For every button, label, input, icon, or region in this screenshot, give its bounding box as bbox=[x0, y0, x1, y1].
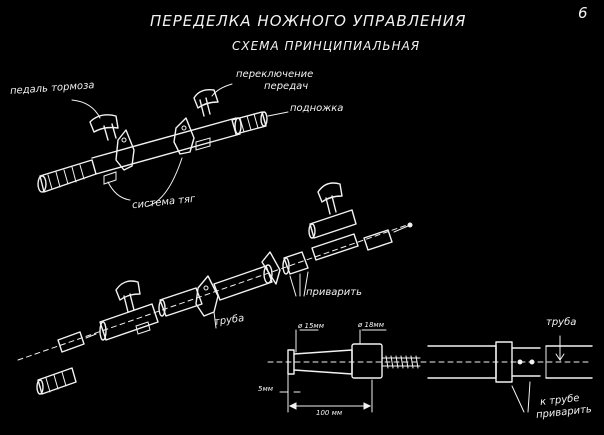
mid-gear-pedal bbox=[317, 182, 343, 203]
mid-upper-tube-end bbox=[308, 223, 316, 239]
top-left-grip bbox=[39, 159, 97, 193]
top-bracket-2-hole bbox=[181, 125, 187, 131]
page-title: ПЕРЕДЕЛКА НОЖНОГО УПРАВЛЕНИЯ bbox=[150, 12, 467, 30]
mid-bracket-2 bbox=[261, 251, 281, 285]
label-footpeg: подножка bbox=[290, 103, 344, 114]
weld-arrows-1 bbox=[289, 271, 309, 297]
top-bracket-1-hole bbox=[121, 137, 127, 143]
leader-tube-1 bbox=[213, 311, 217, 329]
mid-rod-stub bbox=[57, 331, 85, 353]
mid-tube-2-end bbox=[158, 299, 166, 317]
leader-linkage bbox=[107, 157, 183, 207]
label-weld-1: приварить bbox=[306, 287, 362, 298]
detail-right-tube bbox=[545, 345, 593, 379]
top-right-grip bbox=[231, 111, 267, 135]
weld-arrows-2 bbox=[511, 381, 531, 413]
mid-end-bush bbox=[363, 229, 393, 251]
page-number: 6 bbox=[578, 4, 589, 22]
dim-15-leader bbox=[295, 329, 319, 353]
leader-gear-shift bbox=[211, 83, 233, 97]
top-right-grip-cap bbox=[260, 111, 268, 127]
detail-thread bbox=[385, 355, 419, 369]
leader-tube-2 bbox=[555, 335, 565, 362]
mid-clamp-1 bbox=[135, 321, 151, 335]
top-bracket-1 bbox=[115, 129, 135, 171]
mid-rod bbox=[311, 233, 359, 261]
detail-weld-dot-1 bbox=[517, 359, 523, 365]
middle-axis bbox=[17, 223, 411, 361]
top-clamp-1 bbox=[103, 171, 117, 185]
mid-brake-pedal-stem bbox=[123, 293, 135, 313]
mid-end-pin-head bbox=[407, 222, 413, 228]
top-left-grip-ribs bbox=[47, 164, 85, 190]
mid-left-grip-cap bbox=[36, 379, 44, 395]
mid-coupling-end bbox=[282, 257, 290, 275]
top-brake-pedal bbox=[89, 114, 119, 133]
mid-bracket-hole bbox=[203, 285, 209, 291]
detail-collar bbox=[351, 343, 383, 379]
label-dia-15: ø 15мм bbox=[298, 322, 324, 330]
top-brake-pedal-stem bbox=[103, 123, 117, 141]
mid-rod-tip bbox=[85, 333, 97, 339]
top-shaft bbox=[91, 117, 241, 175]
mid-main-tube bbox=[213, 265, 273, 301]
label-tube-2: труба bbox=[546, 317, 577, 328]
top-bracket-2 bbox=[173, 117, 195, 155]
detail-sleeve-tube bbox=[511, 347, 541, 377]
middle-assembly bbox=[17, 182, 413, 395]
label-dim-100: 100 мм bbox=[316, 409, 343, 417]
mid-gear-pedal-stem bbox=[325, 195, 337, 215]
mid-main-tube-end bbox=[263, 264, 273, 284]
top-gear-pedal bbox=[193, 88, 219, 109]
label-dia-18: ø 18мм bbox=[358, 321, 384, 329]
top-assembly bbox=[37, 83, 289, 207]
mid-left-grip-ribs bbox=[45, 371, 67, 393]
detail-weld-dot-2 bbox=[529, 359, 535, 365]
top-gear-pedal-stem bbox=[199, 97, 211, 117]
detail-assembly bbox=[267, 329, 593, 413]
leader-brake-pedal bbox=[71, 99, 101, 119]
detail-sleeve bbox=[495, 341, 513, 383]
mid-brake-pedal bbox=[115, 280, 141, 301]
dim-18-leader bbox=[359, 329, 387, 345]
mid-left-grip bbox=[37, 367, 77, 395]
mid-tube-2 bbox=[159, 287, 203, 317]
label-dim-5: 5мм bbox=[258, 385, 274, 393]
detail-pin-head bbox=[287, 349, 295, 375]
mid-tube-1-end bbox=[99, 321, 107, 341]
dim-100-arrows bbox=[288, 402, 372, 410]
page-subtitle: СХЕМА ПРИНЦИПИАЛЬНАЯ bbox=[232, 39, 421, 53]
leader-footpeg bbox=[267, 111, 289, 117]
top-clamp-2 bbox=[195, 137, 211, 151]
dim-100-ext bbox=[287, 373, 373, 413]
label-gear-shift-1: переключение bbox=[236, 69, 314, 80]
mid-end-pin bbox=[393, 225, 409, 233]
label-gear-shift-2: передач bbox=[264, 81, 309, 92]
mid-coupling bbox=[283, 251, 309, 275]
top-right-grip-ribs bbox=[239, 113, 259, 133]
mid-upper-tube bbox=[309, 209, 357, 239]
top-left-grip-cap bbox=[37, 175, 47, 193]
